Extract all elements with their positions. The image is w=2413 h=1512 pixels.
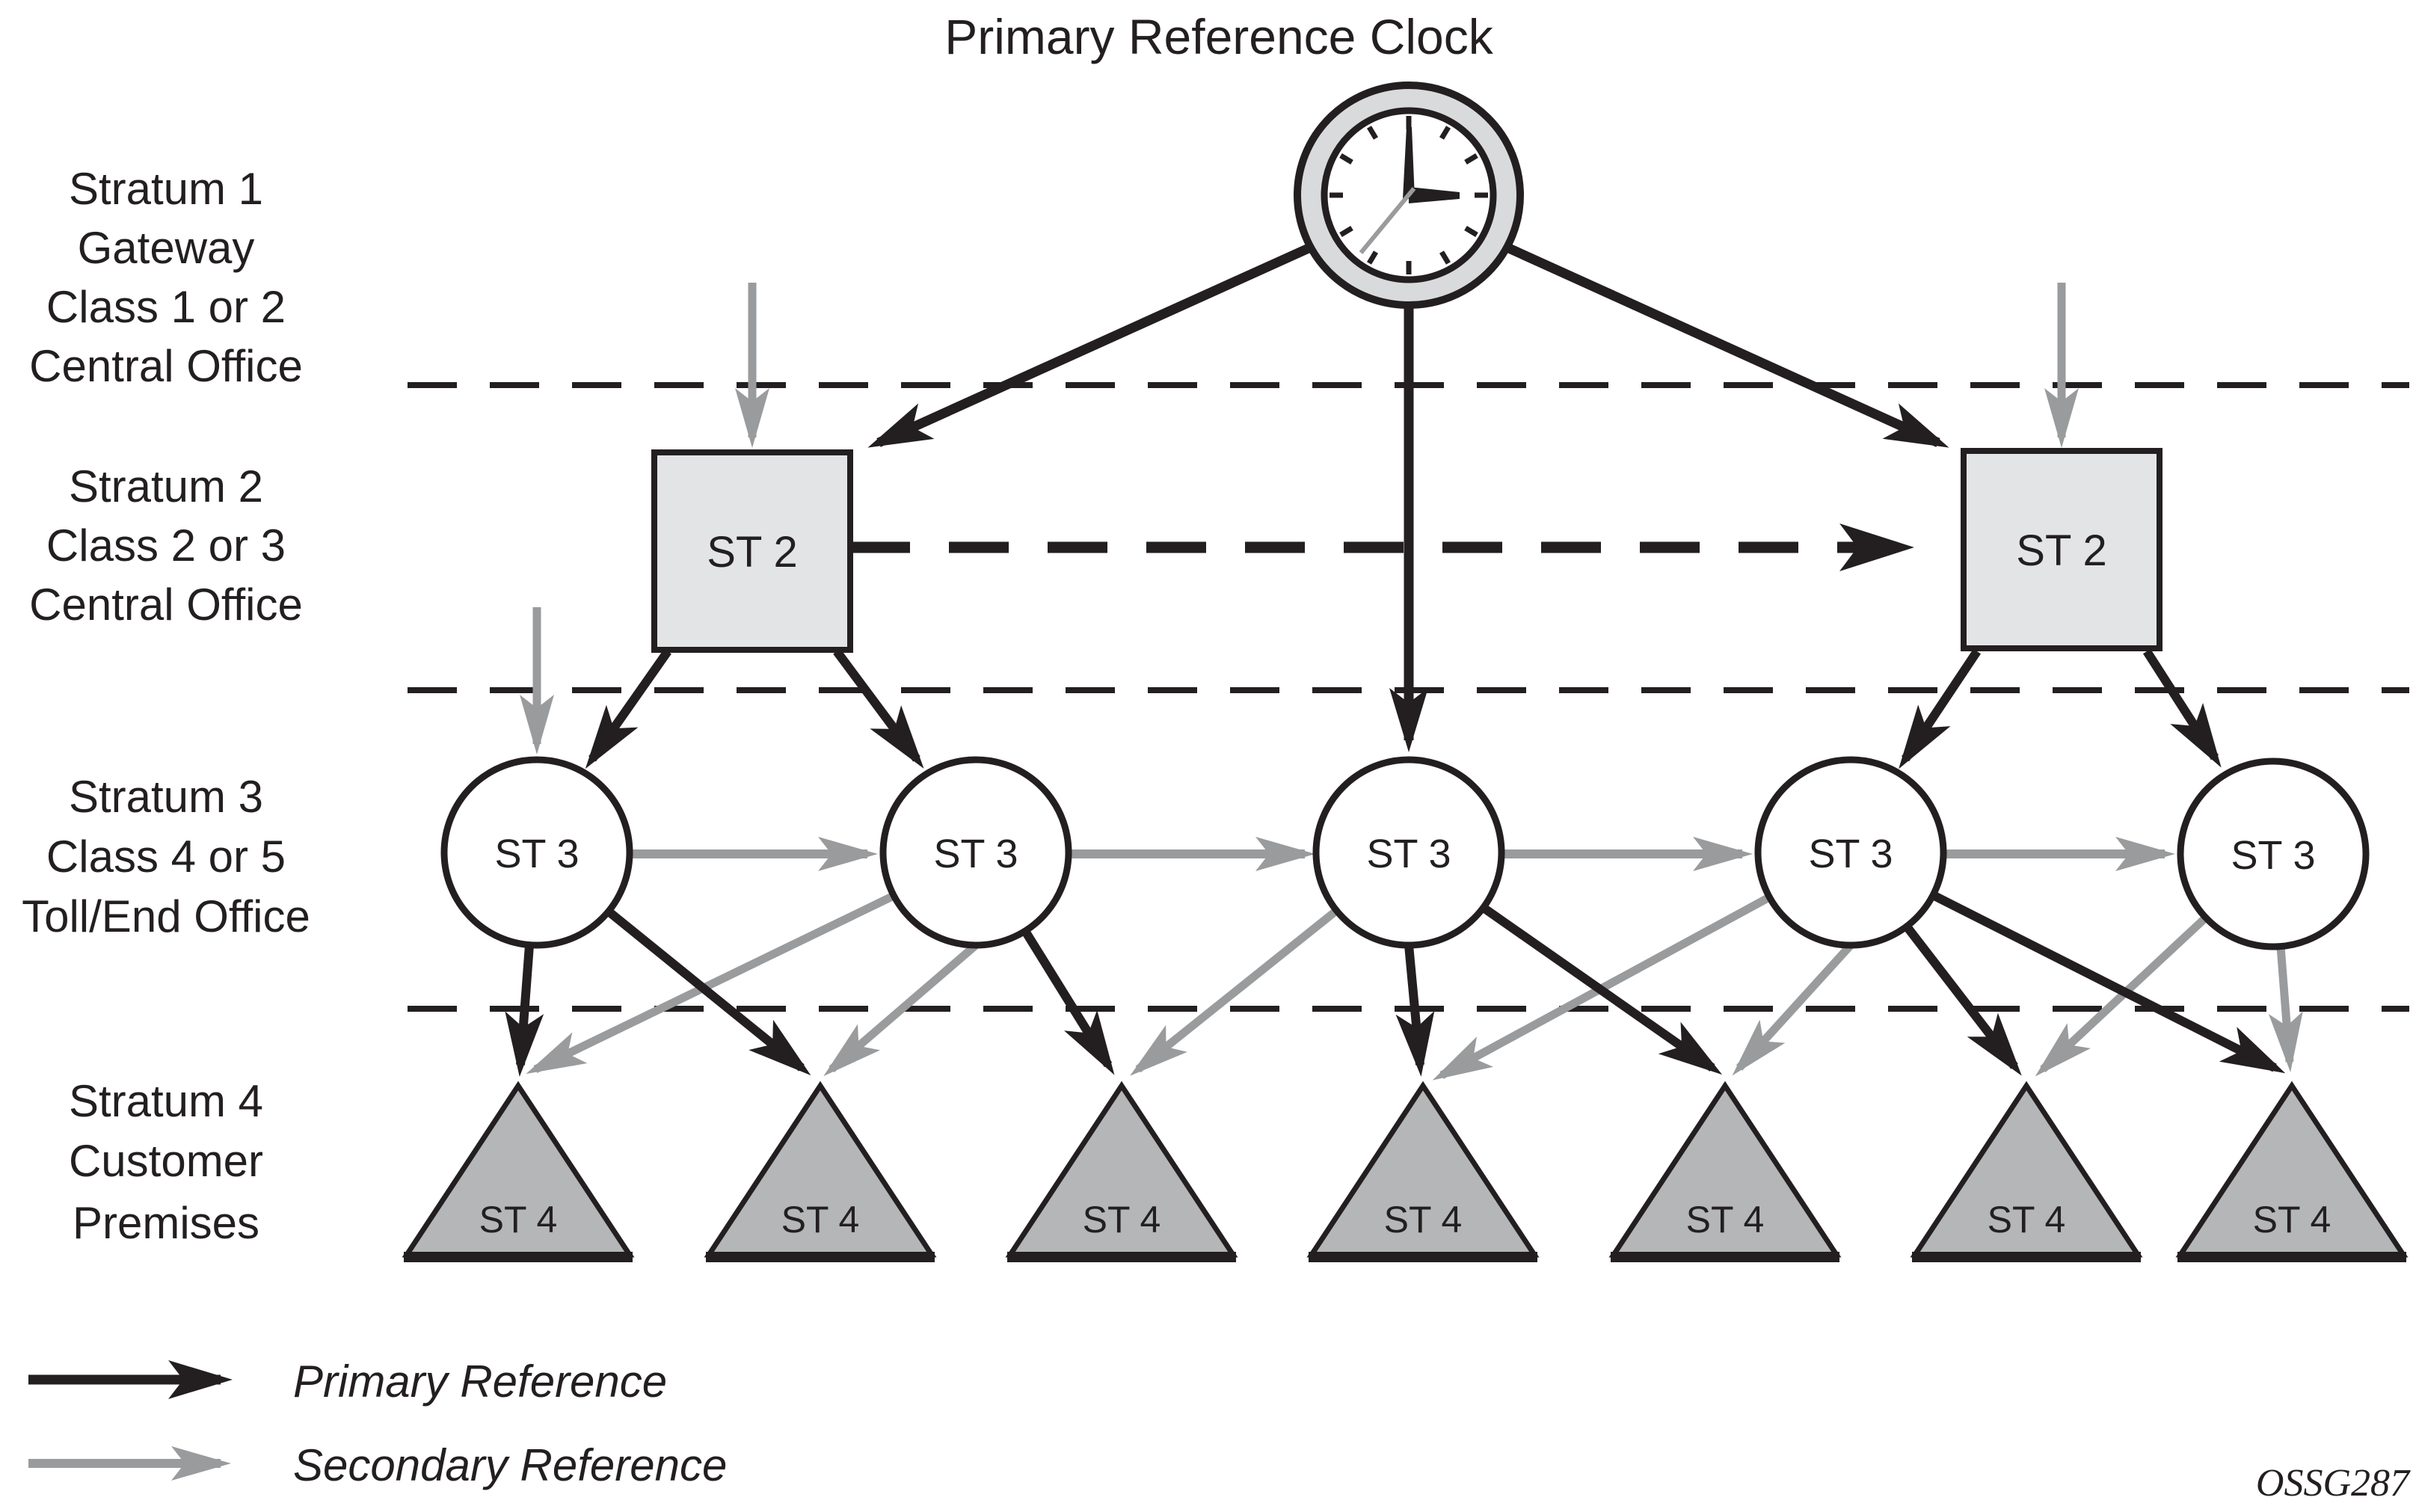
legend: Primary Reference Secondary Reference (28, 1356, 727, 1490)
st4-5-label: ST 4 (1686, 1199, 1765, 1241)
primary-reference-clock-icon (1294, 82, 1524, 309)
st4-6-label: ST 4 (1988, 1199, 2066, 1241)
st2-left-to-st3-1-arrow (585, 648, 671, 769)
st2-right-to-st3-5-arrow (2142, 648, 2222, 768)
st3-2-circle (879, 756, 1072, 949)
st3-2-to-st4-2-secondary-arrow (823, 941, 979, 1077)
clock-minute-hand (1403, 127, 1415, 199)
stratum1-label: Stratum 1 Gateway Class 1 or 2 Central O… (29, 164, 303, 391)
st3-1-to-st4-1-primary-arrow (505, 944, 544, 1077)
stratum3-label: Stratum 3 Class 4 or 5 Toll/End Office (22, 772, 310, 941)
svg-text:Stratum 1: Stratum 1 (69, 164, 263, 214)
st2-right-label: ST 2 (2016, 526, 2106, 575)
svg-text:Central Office: Central Office (29, 580, 303, 630)
st2-nodes: ST 2 ST 2 (651, 448, 2163, 653)
svg-text:Toll/End Office: Toll/End Office (22, 891, 310, 941)
st3-4-to-st4-4-secondary-arrow (1432, 894, 1771, 1081)
svg-text:Class 1 or 2: Class 1 or 2 (46, 282, 286, 332)
st3-5-to-st4-7-secondary-arrow (2268, 946, 2303, 1072)
legend-secondary-label: Secondary Reference (293, 1440, 727, 1490)
clock-second-hand (1359, 187, 1416, 254)
svg-text:Customer: Customer (69, 1136, 263, 1186)
st2-left-to-st3-2-arrow (833, 648, 924, 769)
st3-5-label: ST 3 (2231, 833, 2315, 878)
st2-left-box (651, 449, 853, 653)
st3-2-to-st4-3-primary-arrow (1021, 928, 1115, 1075)
st3-3-circle (1312, 756, 1505, 949)
st3-3-to-st4-4-primary-arrow (1395, 944, 1435, 1077)
stratum4-label: Stratum 4 Customer Premises (69, 1076, 263, 1248)
clock-to-st2-left-arrow (867, 244, 1311, 448)
st2-left-label: ST 2 (707, 528, 797, 577)
stratum2-label: Stratum 2 Class 2 or 3 Central Office (29, 461, 303, 630)
clock-hour-hand (1409, 187, 1460, 203)
stratum-labels: Stratum 1 Gateway Class 1 or 2 Central O… (22, 164, 310, 1248)
st3-1-circle (440, 756, 633, 949)
st4-4-label: ST 4 (1384, 1199, 1463, 1241)
svg-text:Class 4 or 5: Class 4 or 5 (46, 832, 286, 882)
svg-text:Stratum 2: Stratum 2 (69, 461, 263, 511)
st3-1-to-st4-2-primary-arrow (606, 908, 811, 1076)
st4-nodes: ST 4 ST 4 ST 4 ST 4 ST 4 ST 4 ST 4 (402, 1081, 2409, 1262)
clock-tick-marks (1330, 116, 1488, 274)
st3-nodes: ST 3 ST 3 ST 3 ST 3 ST 3 (440, 756, 2370, 950)
st3-3-to-st4-3-secondary-arrow (1130, 907, 1339, 1076)
legend-primary-label: Primary Reference (293, 1356, 667, 1407)
st3-4-circle (1754, 756, 1947, 949)
st3-3-to-st4-5-primary-arrow (1481, 904, 1723, 1075)
st3-4-to-st4-7-primary-arrow (1931, 891, 2286, 1074)
st4-1-label: ST 4 (479, 1199, 558, 1241)
st3-4-to-st4-5-secondary-arrow (1732, 942, 1854, 1076)
svg-text:Stratum 4: Stratum 4 (69, 1076, 263, 1126)
figure-code: OSSG287 (2256, 1462, 2411, 1505)
st4-2-label: ST 4 (781, 1199, 860, 1241)
st2-right-to-st3-4-arrow (1899, 648, 1981, 769)
st3-5-circle (2177, 757, 2370, 950)
clock-to-st2-right-arrow (1507, 244, 1949, 448)
st4-7-label: ST 4 (2253, 1199, 2331, 1241)
st4-3-label: ST 4 (1083, 1199, 1161, 1241)
svg-text:Gateway: Gateway (78, 223, 255, 273)
st3-3-label: ST 3 (1366, 832, 1451, 876)
st2-right-box (1961, 448, 2163, 651)
st3-1-label: ST 3 (494, 832, 579, 876)
st3-2-to-st4-1-secondary-arrow (526, 892, 896, 1075)
svg-text:Class 2 or 3: Class 2 or 3 (46, 520, 286, 571)
svg-text:Premises: Premises (73, 1198, 259, 1248)
primary-reference-arrows (505, 244, 2286, 1077)
st3-4-label: ST 3 (1808, 832, 1893, 876)
st3-2-label: ST 3 (933, 832, 1018, 876)
page-title: Primary Reference Clock (944, 9, 1494, 64)
svg-text:Stratum 3: Stratum 3 (69, 772, 263, 822)
svg-text:Central Office: Central Office (29, 341, 303, 391)
st3-4-to-st4-6-primary-arrow (1903, 924, 2022, 1076)
